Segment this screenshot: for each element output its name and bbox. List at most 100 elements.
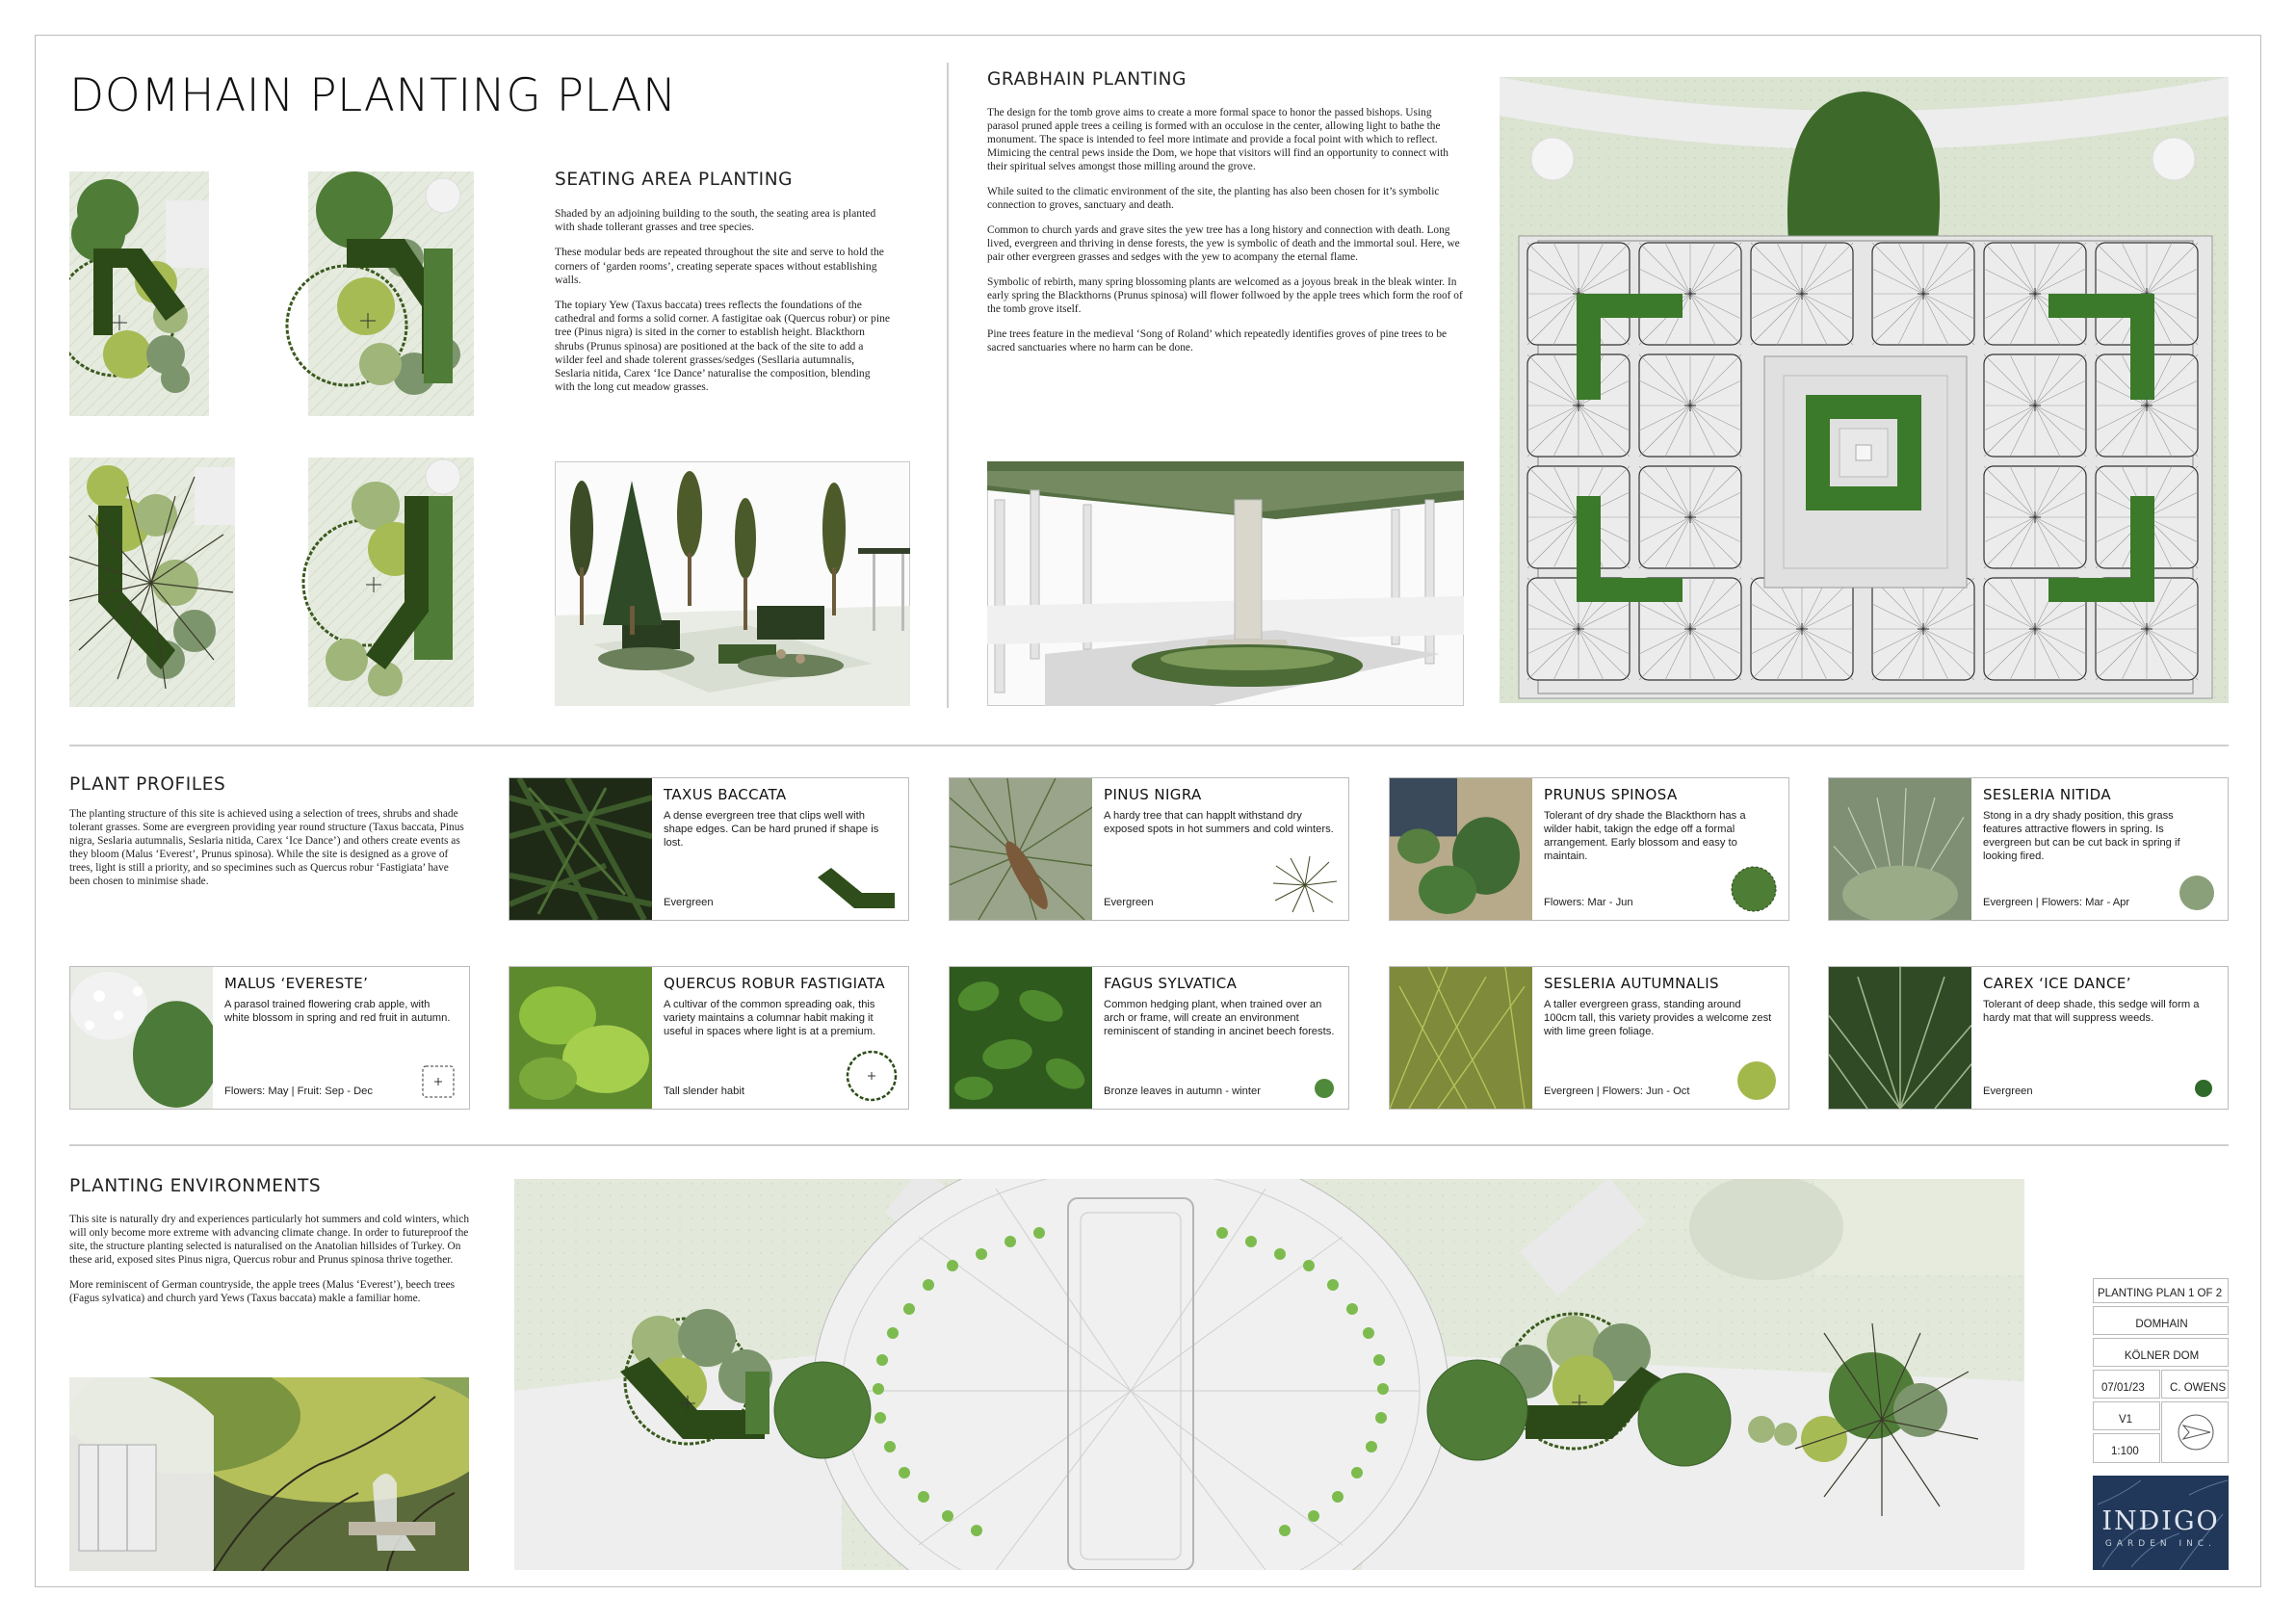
tb-drawn: C. OWENS [2161,1370,2229,1399]
column-divider [947,63,949,708]
plant-description: A dense evergreen tree that clips well w… [664,810,879,849]
profiles-paragraph: The planting structure of this site is a… [69,808,464,887]
north-arrow-icon [2178,1414,2214,1451]
quercus-photo [509,967,652,1109]
title-block: PLANTING PLAN 1 OF 2 DOMHAIN KÖLNER DOM … [2093,1278,2229,1570]
plant-note: Bronze leaves in autumn - winter [1104,1086,1261,1097]
logo-subtext: GARDEN INC. [2104,1539,2217,1549]
blackthorn-shrub-icon [1731,866,1777,912]
plant-description: A cultivar of the common spreading oak, … [664,999,876,1037]
seating-plan-4 [301,458,474,707]
plant-card-fagus: FAGUS SYLVATICA Common hedging plant, wh… [949,966,1349,1110]
version: V1 [2119,1414,2133,1426]
plant-name: PRUNUS SPINOSA [1544,786,1678,803]
seating-area-render [555,461,910,706]
yew-hedge-icon [818,868,895,908]
fagus-photo [950,967,1092,1109]
plant-card-taxus: TAXUS BACCATA A dense evergreen tree tha… [509,777,909,921]
sesleria-autumnalis-photo [1390,967,1532,1109]
plant-note: Evergreen [1104,897,1154,908]
plant-name: SESLERIA NITIDA [1983,786,2112,803]
client-name: KÖLNER DOM [2124,1350,2200,1362]
plant-description: Tolerant of dry shade the Blackthorn has… [1544,810,1746,862]
malus-photo [70,967,213,1109]
seating-plan-1 [69,171,209,416]
seating-plan-3 [69,458,235,707]
plant-note: Tall slender habit [664,1086,744,1097]
plant-card-sesleria-nitida: SESLERIA NITIDA Stong in a dry shady pos… [1828,777,2229,921]
section-divider-1 [69,745,2229,746]
plant-card-prunus: PRUNUS SPINOSA Tolerant of dry shade the… [1389,777,1789,921]
pinus-photo [950,778,1092,920]
plant-card-sesleria-autumnalis: SESLERIA AUTUMNALIS A taller evergreen g… [1389,966,1789,1110]
plant-note: Flowers: Mar - Jun [1544,897,1633,908]
drawn-by: C. OWENS [2170,1382,2227,1394]
taxus-photo [509,778,652,920]
grabhain-paragraph: Pine trees feature in the medieval ‘Song… [987,328,1448,353]
pine-starburst-icon [1272,856,1338,913]
plant-name: FAGUS SYLVATICA [1104,975,1238,992]
plant-note: Evergreen | Flowers: Mar - Apr [1983,897,2130,908]
plant-description: Tolerant of deep shade, this sedge will … [1983,999,2200,1024]
oak-canopy-icon [846,1050,898,1102]
seating-plan-2 [285,171,474,416]
seating-paragraph: The topiary Yew (Taxus baccata) trees re… [555,299,891,394]
plant-card-malus: MALUS ‘EVERESTE’ A parasol trained flowe… [69,966,470,1110]
plant-name: CAREX ‘ICE DANCE’ [1983,975,2131,992]
grabhain-paragraph: Symbolic of rebirth, many spring blossom… [987,276,1463,315]
plant-note: Evergreen [1983,1086,2033,1097]
sheet-border [35,35,2261,1587]
tb-client: KÖLNER DOM [2093,1338,2229,1367]
plant-name: TAXUS BACCATA [664,786,787,803]
seating-paragraph: Shaded by an adjoining building to the s… [555,207,876,234]
grabhain-paragraph: While suited to the climatic environment… [987,186,1440,211]
sedge-dot-icon [2195,1080,2212,1097]
plant-note: Flowers: May | Fruit: Sep - Dec [224,1086,373,1097]
seating-plan-diagrams [69,171,474,707]
carex-photo [1829,967,1971,1109]
grabhain-text: The design for the tomb grove aims to cr… [987,106,1464,366]
beech-dot-icon [1315,1079,1334,1098]
project-name: DOMHAIN [2135,1319,2188,1330]
parasol-apple-icon [422,1065,455,1098]
plant-note: Evergreen | Flowers: Jun - Oct [1544,1086,1690,1097]
profiles-heading: PLANT PROFILES [69,774,226,795]
prunus-photo [1390,778,1532,920]
environments-paragraph: This site is naturally dry and experienc… [69,1214,470,1266]
grabhain-paragraph: Common to church yards and grave sites t… [987,224,1460,263]
page-title: DOMHAIN PLANTING PLAN [69,69,677,122]
drawing-title: PLANTING PLAN 1 OF 2 [2098,1288,2223,1299]
tb-version: V1 [2093,1401,2160,1430]
plant-description: A parasol trained flowering crab apple, … [224,999,451,1024]
tb-north [2161,1401,2229,1463]
plant-card-quercus: QUERCUS ROBUR FASTIGIATA A cultivar of t… [509,966,909,1110]
seating-heading: SEATING AREA PLANTING [555,170,794,190]
plant-description: A taller evergreen grass, standing aroun… [1544,999,1772,1037]
environments-paragraph: More reminiscent of German countryside, … [69,1279,456,1304]
scale: 1:100 [2111,1446,2139,1457]
environment-render [69,1377,469,1571]
plant-name: PINUS NIGRA [1104,786,1202,803]
lime-grass-dot-icon [1737,1061,1776,1100]
sesleria-nitida-photo [1829,778,1971,920]
environments-heading: PLANTING ENVIRONMENTS [69,1176,322,1196]
logo-text: INDIGO [2101,1506,2220,1536]
planting-environment-plan [514,1179,2024,1570]
tb-date: 07/01/23 [2093,1370,2160,1399]
plant-description: Stong in a dry shady position, this gras… [1983,810,2180,862]
plant-description: Common hedging plant, when trained over … [1104,999,1335,1037]
grass-dot-icon [2179,876,2214,910]
seating-text: Shaded by an adjoining building to the s… [555,207,892,406]
plant-name: SESLERIA AUTUMNALIS [1544,975,1719,992]
grabhain-heading: GRABHAIN PLANTING [987,69,1187,90]
section-divider-2 [69,1144,2229,1146]
plant-card-pinus: PINUS NIGRA A hardy tree that can happlt… [949,777,1349,921]
plant-name: MALUS ‘EVERESTE’ [224,975,369,992]
tomb-grove-render [987,461,1464,706]
drawing-date: 07/01/23 [2101,1382,2145,1394]
plant-name: QUERCUS ROBUR FASTIGIATA [664,975,885,992]
plant-card-carex: CAREX ‘ICE DANCE’ Tolerant of deep shade… [1828,966,2229,1110]
plant-description: A hardy tree that can happlt withstand d… [1104,810,1334,835]
grabhain-paragraph: The design for the tomb grove aims to cr… [987,107,1448,172]
tomb-grove-plan [1500,77,2229,703]
